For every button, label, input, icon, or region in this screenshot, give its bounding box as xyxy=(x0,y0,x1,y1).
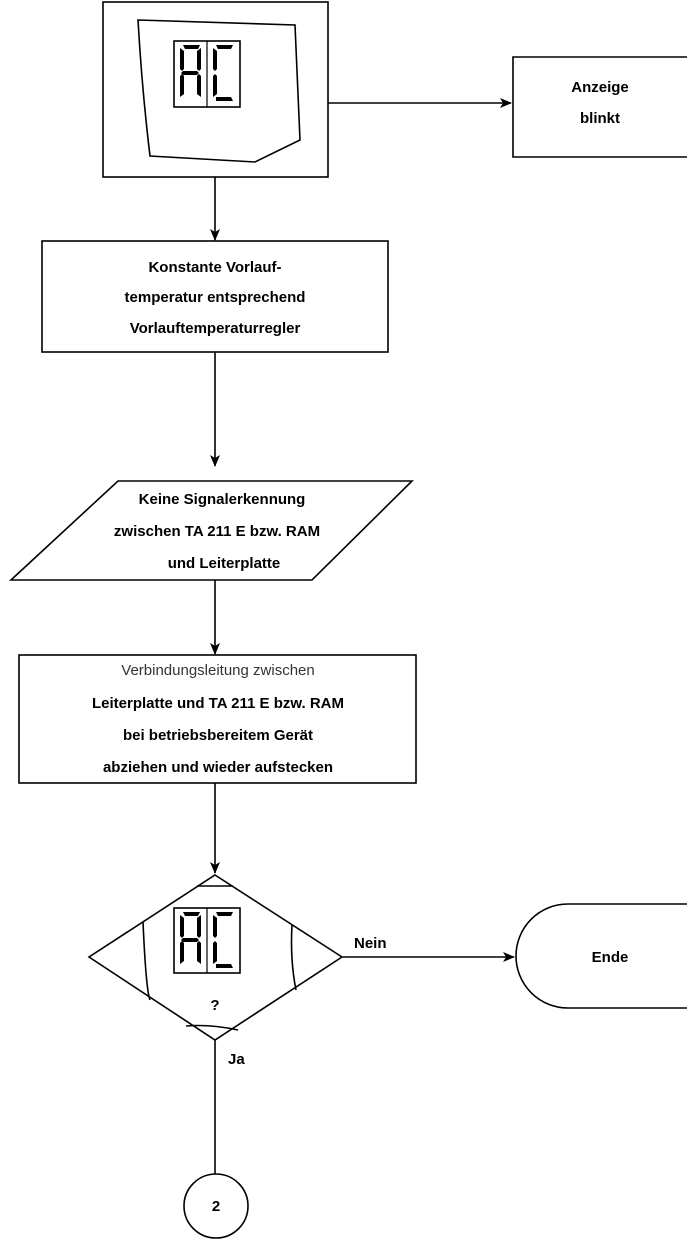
decision-question: ? xyxy=(210,997,219,1014)
connector-label: 2 xyxy=(212,1198,220,1215)
seven-segment-display-icon xyxy=(173,40,241,108)
edge-ja-label: Ja xyxy=(228,1051,245,1068)
connector-circle: 2 xyxy=(183,1173,249,1239)
decision-diamond: ? xyxy=(87,874,344,1041)
display-panel-outline xyxy=(137,19,301,163)
seven-segment-display-icon xyxy=(173,907,241,974)
anzeige-blinkt-line-1: Anzeige xyxy=(571,79,629,96)
konstante-line-3: Vorlauftemperaturregler xyxy=(130,320,301,337)
verbindungsleitung-box: Verbindungsleitung zwischen Leiterplatte… xyxy=(18,654,417,784)
keine-signal-line-3: und Leiterplatte xyxy=(168,555,281,572)
verbindung-line-4: abziehen und wieder aufstecken xyxy=(103,759,333,776)
keine-signal-line-2: zwischen TA 211 E bzw. RAM xyxy=(114,523,320,540)
konstante-vorlauftemperatur-box: Konstante Vorlauf- temperatur entspreche… xyxy=(41,240,389,353)
konstante-line-1: Konstante Vorlauf- xyxy=(148,259,281,276)
verbindung-line-3: bei betriebsbereitem Gerät xyxy=(123,727,313,744)
keine-signal-line-1: Keine Signalerkennung xyxy=(139,491,306,508)
anzeige-blinkt-box: Anzeige blinkt xyxy=(512,56,687,158)
edge-nein-label: Nein xyxy=(354,935,387,952)
anzeige-blinkt-line-2: blinkt xyxy=(580,110,620,127)
ende-label: Ende xyxy=(592,949,629,966)
verbindung-line-2: Leiterplatte und TA 211 E bzw. RAM xyxy=(92,695,344,712)
ende-terminator: Ende xyxy=(515,903,687,1009)
display-box xyxy=(102,1,329,178)
keine-signalerkennung-parallelogram: Keine Signalerkennung zwischen TA 211 E … xyxy=(8,480,414,581)
konstante-line-2: temperatur entsprechend xyxy=(125,289,306,306)
verbindung-line-1: Verbindungsleitung zwischen xyxy=(121,662,314,679)
